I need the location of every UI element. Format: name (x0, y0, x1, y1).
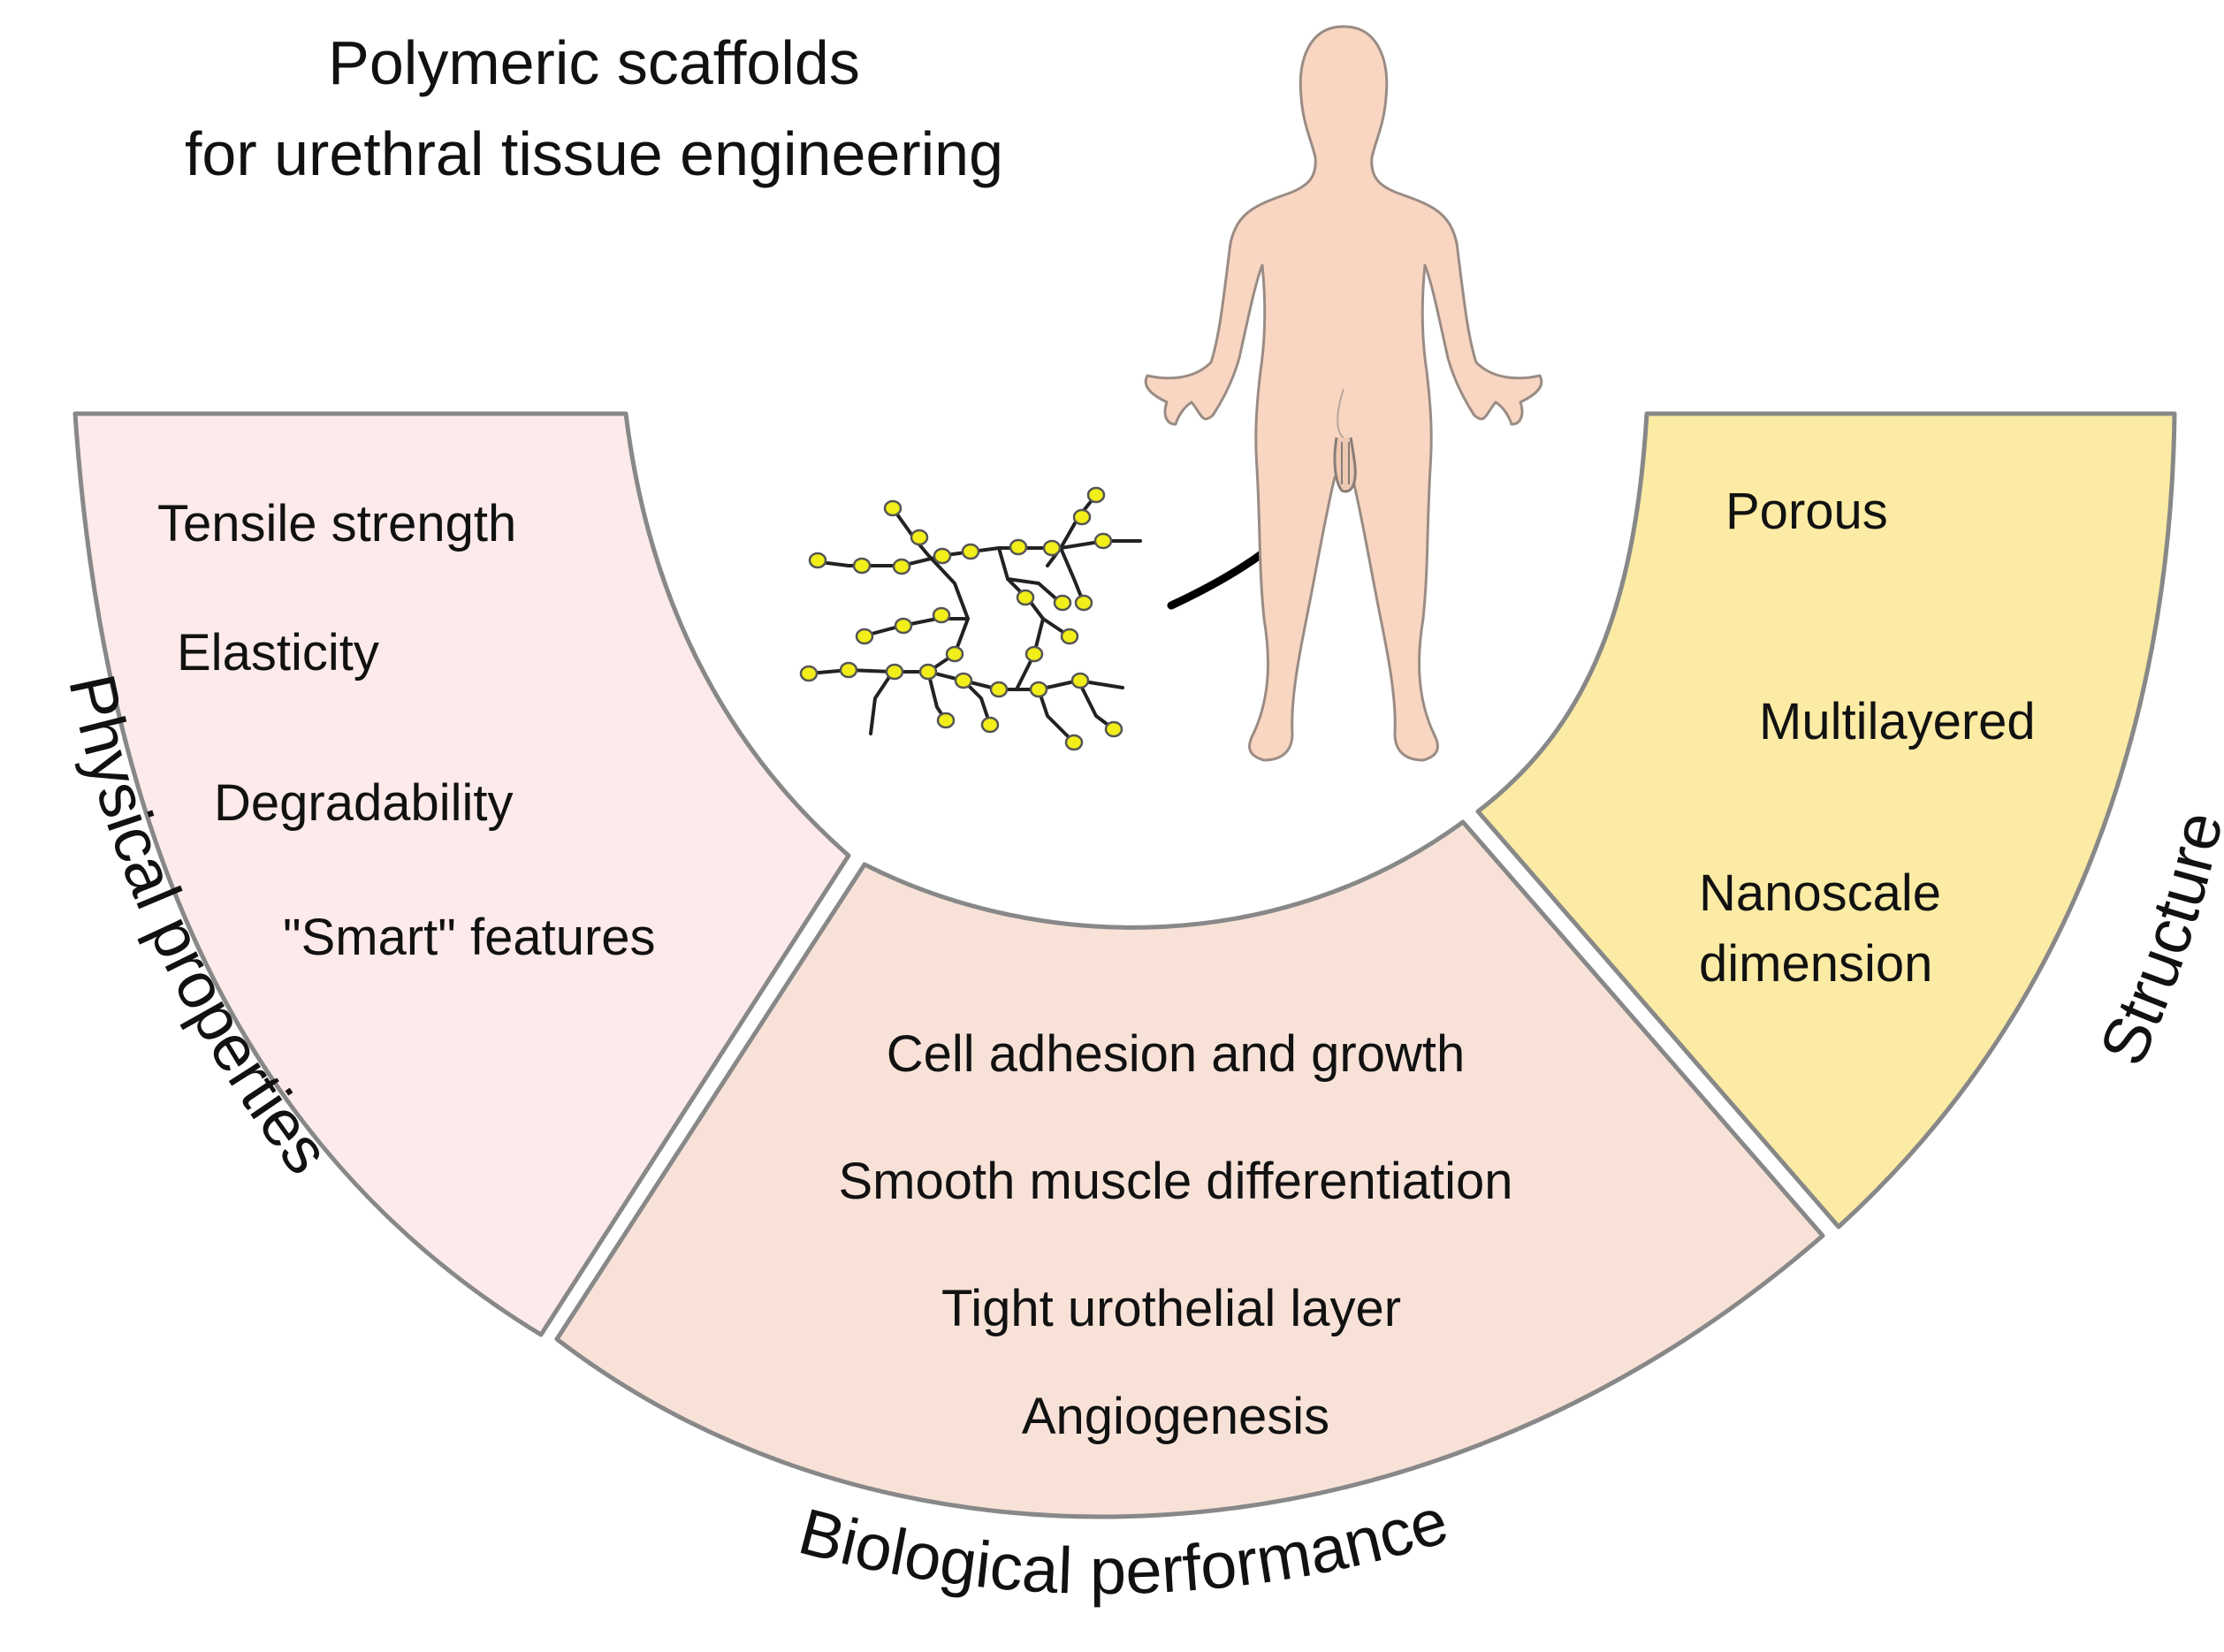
diagram-title-line1: Polymeric scaffolds (328, 28, 860, 97)
biological-performance-segment (554, 819, 1825, 1519)
item-dimension: dimension (1699, 935, 1932, 993)
label-structure: Structure (2085, 805, 2224, 1076)
item-smooth-muscle: Smooth muscle differentiation (838, 1153, 1512, 1210)
structure-segment (1475, 411, 2177, 1229)
item-urothelial-layer: Tight urothelial layer (941, 1280, 1401, 1337)
polymer-nodes (799, 486, 1123, 751)
item-porous: Porous (1725, 483, 1888, 540)
polymer-network-icon (807, 493, 1142, 744)
item-cell-adhesion: Cell adhesion and growth (887, 1025, 1466, 1083)
item-elasticity: Elasticity (177, 624, 379, 681)
item-angiogenesis: Angiogenesis (1022, 1388, 1329, 1445)
item-smart-features: "Smart" features (283, 909, 656, 966)
item-nanoscale: Nanoscale (1699, 864, 1941, 922)
diagram-title-line2: for urethral tissue engineering (185, 119, 1003, 188)
physical-properties-segment (72, 411, 851, 1337)
urethra-detail (1333, 437, 1357, 493)
item-degradability: Degradability (214, 774, 514, 832)
human-body-icon (1144, 25, 1543, 762)
item-tensile-strength: Tensile strength (157, 495, 516, 552)
item-multilayered: Multilayered (1759, 693, 2036, 750)
